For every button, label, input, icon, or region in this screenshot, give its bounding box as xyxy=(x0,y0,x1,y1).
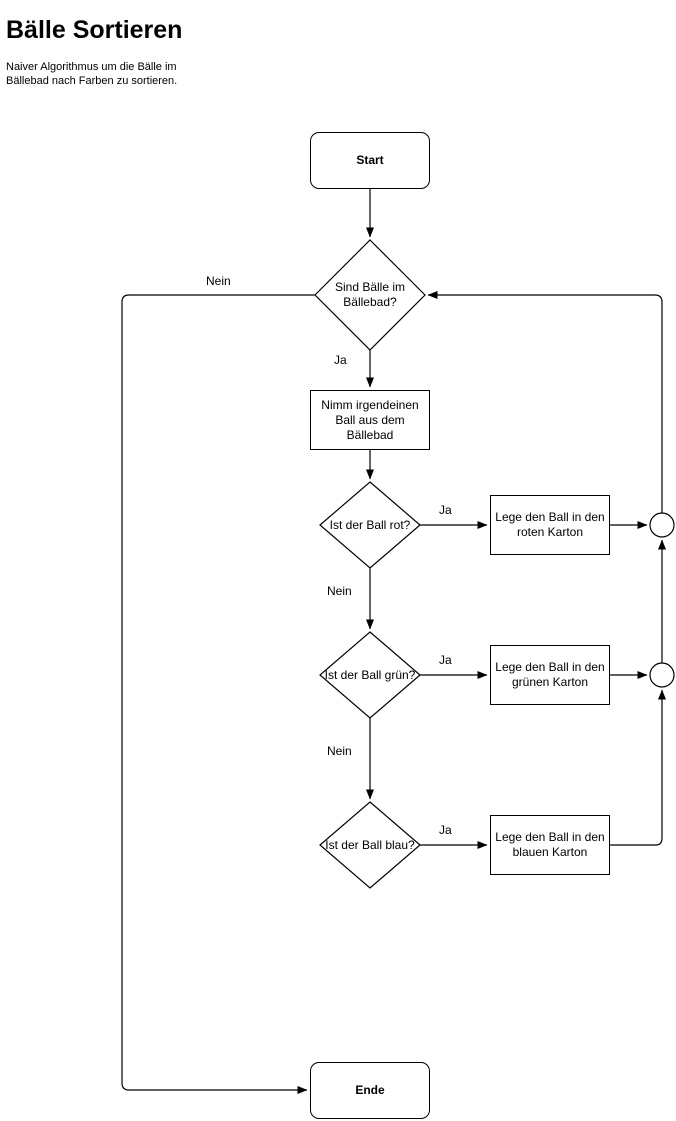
edge-checkballs-nein-to-ende xyxy=(121,294,315,1094)
merge-connector-1 xyxy=(649,512,675,538)
edge-label-ja-red: Ja xyxy=(439,503,452,517)
node-start-label: Start xyxy=(356,153,384,167)
node-is-green-label: Ist der Ball grün? xyxy=(324,667,416,682)
node-put-red-label: Lege den Ball in den roten Karton xyxy=(495,510,605,539)
page-subtitle: Naiver Algorithmus um die Bälle im Bälle… xyxy=(6,61,178,87)
node-is-blue-label: Ist der Ball blau? xyxy=(325,837,415,852)
decision-is-blue xyxy=(319,801,421,889)
node-end-label: Ende xyxy=(355,1083,385,1097)
edge-label-ja-blue: Ja xyxy=(439,823,452,837)
node-put-green-label: Lege den Ball in den grünen Karton xyxy=(495,660,605,689)
node-put-blue: Lege den Ball in den blauen Karton xyxy=(490,815,610,875)
decision-is-red xyxy=(319,481,421,569)
node-end: Ende xyxy=(310,1062,430,1119)
decision-check-balls xyxy=(314,239,426,351)
edge-label-nein-top: Nein xyxy=(206,274,231,288)
node-take-ball-label: Nimm irgendeinen Ball aus dem Bällebad xyxy=(321,397,419,442)
node-check-balls-label: Sind Bälle im Bällebad? xyxy=(334,280,406,309)
merge-connector-2 xyxy=(649,662,675,688)
node-put-red: Lege den Ball in den roten Karton xyxy=(490,495,610,555)
node-take-ball: Nimm irgendeinen Ball aus dem Bällebad xyxy=(310,390,430,450)
node-is-red-label: Ist der Ball rot? xyxy=(329,517,411,532)
node-put-green: Lege den Ball in den grünen Karton xyxy=(490,645,610,705)
edge-label-ja-top: Ja xyxy=(334,353,347,367)
node-start: Start xyxy=(310,132,430,189)
edge-merge1-to-checkballs xyxy=(427,291,663,513)
edge-label-ja-green: Ja xyxy=(439,653,452,667)
edge-putblue-to-merge2 xyxy=(610,689,666,846)
node-put-blue-label: Lege den Ball in den blauen Karton xyxy=(495,830,605,859)
decision-is-green xyxy=(319,631,421,719)
edge-label-nein-green: Nein xyxy=(327,744,352,758)
page-title: Bälle Sortieren xyxy=(6,16,183,44)
edge-label-nein-red: Nein xyxy=(327,584,352,598)
